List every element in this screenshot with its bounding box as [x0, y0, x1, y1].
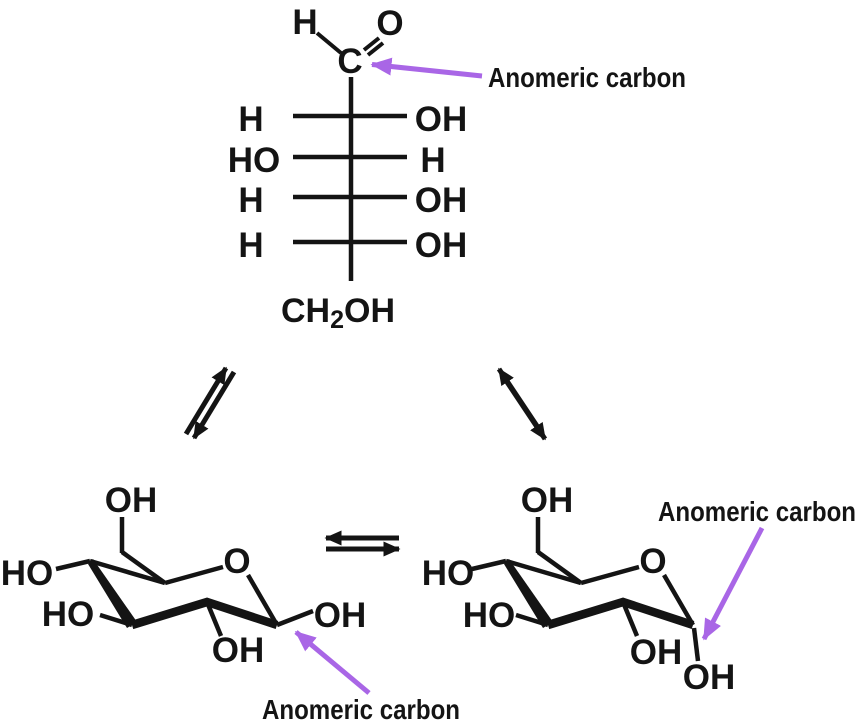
- anomeric-label-bottom-right: Anomeric carbon: [658, 496, 856, 527]
- left-equilibrium-harpoon-up: [183, 366, 229, 436]
- anomeric-arrow-bottom-right: [701, 526, 765, 641]
- ch2oh-label: CH2OH: [281, 292, 395, 334]
- alpha-glucose-ring: O OH HO HO OH OH: [422, 481, 736, 697]
- alpha-c4-ho-label: HO: [422, 554, 475, 593]
- aldehyde-h-label: H: [292, 3, 317, 42]
- alpha-bond-c3-oh: [515, 612, 549, 628]
- beta-glucose-ring: O OH HO HO OH OH: [1, 481, 367, 670]
- left-equilibrium-arrow: [183, 366, 237, 440]
- row2-right-label: H: [420, 141, 445, 180]
- row1-left-label: H: [238, 100, 263, 139]
- fischer-projection: H O C H OH HO H H OH H OH CH2OH: [228, 3, 468, 334]
- aldehyde-o-label: O: [376, 4, 403, 43]
- beta-bond-c5-c6: [120, 550, 167, 585]
- left-equilibrium-harpoon-down: [191, 370, 237, 440]
- ch2oh-main: CH: [281, 292, 330, 330]
- beta-bond-c4-c5: [89, 558, 166, 586]
- anomeric-label-bottom-left: Anomeric carbon: [262, 694, 460, 723]
- beta-wedge-bond-c3-c4: [88, 559, 137, 628]
- beta-bond-c2-oh: [204, 601, 224, 637]
- alpha-bond-c4-c5: [505, 558, 582, 586]
- anomeric-c1-label: C: [337, 42, 362, 81]
- ch2oh-rest: OH: [344, 292, 395, 330]
- beta-c2-oh-label: OH: [212, 631, 265, 670]
- alpha-c2-oh-label: OH: [630, 633, 683, 672]
- anomeric-arrow-bottom-left: [294, 630, 371, 695]
- anomeric-label-top: Anomeric carbon: [488, 62, 686, 93]
- beta-bond-c5-o: [164, 564, 224, 586]
- alpha-ch2-oh-label: OH: [521, 481, 574, 520]
- alpha-front-bold-bonds: [546, 597, 695, 630]
- beta-c1-oh-label: OH: [314, 596, 367, 635]
- anomeric-callout-top: Anomeric carbon: [370, 57, 686, 93]
- ch2oh-subscript: 2: [330, 306, 344, 334]
- beta-bond-c1-oh: [276, 608, 314, 628]
- beta-c3-ho-label: HO: [42, 595, 95, 634]
- beta-ring-o-label: O: [223, 542, 250, 581]
- alpha-ring-o-label: O: [639, 542, 666, 581]
- center-equilibrium-arrow: [324, 530, 401, 557]
- row3-right-label: OH: [415, 181, 468, 220]
- row3-left-label: H: [238, 181, 263, 220]
- double-bond-c-o-1: [362, 36, 381, 52]
- double-bond-c-o-2: [366, 41, 385, 57]
- beta-ch2-oh-label: OH: [105, 481, 158, 520]
- alpha-bond-c4-oh: [471, 558, 507, 572]
- beta-bond-c4-oh: [55, 558, 91, 572]
- alpha-bond-c2-oh: [620, 601, 640, 637]
- alpha-c1-oh-label: OH: [683, 658, 736, 697]
- alpha-bond-o-c1: [662, 573, 695, 627]
- bond-h-to-c1: [315, 31, 343, 55]
- alpha-bond-c5-o: [580, 564, 640, 586]
- alpha-wedge-bond-c3-c4: [504, 559, 553, 628]
- row2-left-label: HO: [228, 141, 281, 180]
- beta-bond-c3-oh: [99, 612, 133, 628]
- row1-right-label: OH: [415, 100, 468, 139]
- row4-left-label: H: [238, 226, 263, 265]
- row4-right-label: OH: [415, 226, 468, 265]
- beta-bond-o-c1: [246, 573, 279, 627]
- anomeric-arrow-top: [370, 57, 483, 79]
- anomeric-callout-bottom-left: Anomeric carbon: [262, 630, 460, 723]
- alpha-c3-ho-label: HO: [463, 596, 516, 635]
- anomeric-callout-bottom-right: Anomeric carbon: [658, 496, 856, 641]
- beta-front-bold-bonds: [130, 597, 279, 630]
- beta-c4-ho-label: HO: [1, 554, 54, 593]
- right-equilibrium-arrow: [496, 367, 548, 441]
- alpha-bond-c5-c6: [536, 550, 583, 585]
- alpha-bond-c1-oh-axial: [691, 627, 701, 662]
- right-equilibrium-harpoon-down: [500, 374, 548, 441]
